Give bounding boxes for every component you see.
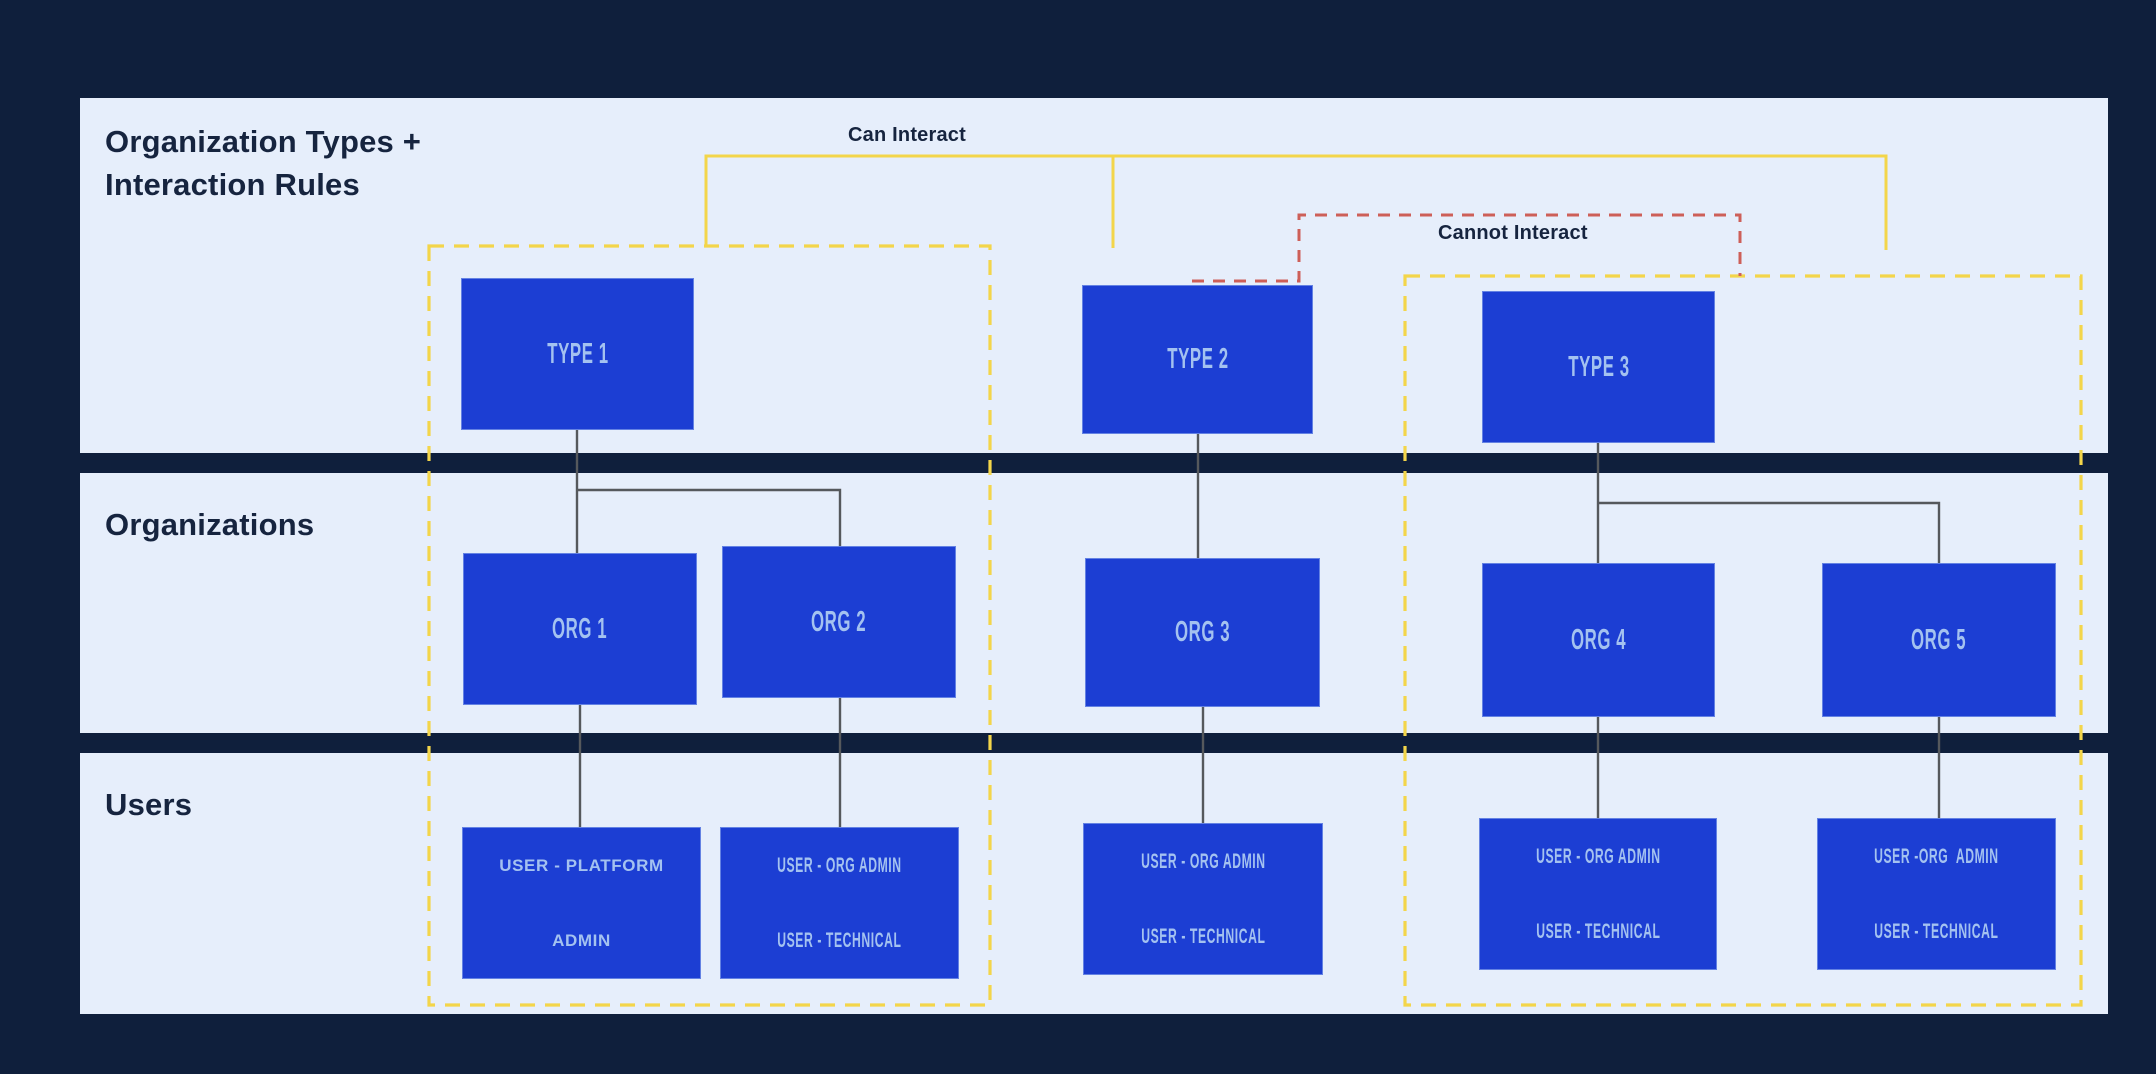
node-user-platform-admin: USER - PLATFORM ADMIN (462, 827, 701, 979)
organizations-label: Organizations (105, 507, 315, 542)
node-user-4-line2: USER - TECHNICAL (1535, 920, 1661, 943)
node-org-3: ORG 3 (1085, 558, 1320, 707)
page-title: Organization Types + Interaction Rules (105, 120, 421, 206)
node-org-1-label: ORG 1 (552, 612, 608, 645)
node-user-2-text: USER - ORG ADMIN USER - TECHNICAL (777, 803, 902, 1003)
can-interact-line (704, 154, 1888, 250)
node-user-1-text: USER - PLATFORM ADMIN (499, 803, 664, 1003)
node-user-1-line2: ADMIN (552, 931, 611, 950)
node-user-2-line1: USER - ORG ADMIN (777, 854, 902, 877)
node-user-5-line1: USER -ORG ADMIN (1874, 845, 1999, 868)
node-org-5: ORG 5 (1822, 563, 2056, 717)
node-user-3-line2: USER - TECHNICAL (1140, 925, 1266, 948)
users-label: Users (105, 787, 193, 822)
node-user-org1: USER - ORG ADMIN USER - TECHNICAL (720, 827, 959, 979)
cannot-interact-label: Cannot Interact (1438, 222, 1588, 244)
node-user-4-text: USER - ORG ADMIN USER - TECHNICAL (1536, 794, 1661, 994)
group-box-type3 (1403, 274, 2083, 1007)
node-user-2-line2: USER - TECHNICAL (777, 929, 902, 952)
connector-type1-org2 (577, 488, 842, 546)
node-org-2-label: ORG 2 (811, 605, 867, 638)
node-type-2: TYPE 2 (1082, 285, 1313, 434)
node-org-2: ORG 2 (722, 546, 956, 698)
page-title-line2: Interaction Rules (105, 167, 360, 202)
node-user-1-line1: USER - PLATFORM (499, 856, 664, 875)
group-box-type1 (427, 244, 992, 1007)
can-interact-label: Can Interact (848, 124, 966, 146)
connector-type3-org5 (1598, 501, 1941, 563)
node-user-org4: USER - ORG ADMIN USER - TECHNICAL (1479, 818, 1717, 970)
node-user-4-line1: USER - ORG ADMIN (1535, 845, 1661, 868)
node-type-1: TYPE 1 (461, 278, 694, 430)
node-type-2-label: TYPE 2 (1166, 343, 1229, 375)
node-type-3: TYPE 3 (1482, 291, 1715, 443)
node-user-3-line1: USER - ORG ADMIN (1140, 850, 1266, 873)
node-type-1-label: TYPE 1 (546, 337, 609, 370)
node-org-1: ORG 1 (463, 553, 697, 705)
node-type-3-label: TYPE 3 (1567, 350, 1630, 383)
node-org-3-label: ORG 3 (1174, 616, 1231, 648)
node-user-org5: USER -ORG ADMIN USER - TECHNICAL (1817, 818, 2056, 970)
node-org-5-label: ORG 5 (1911, 623, 1967, 656)
node-org-4-label: ORG 4 (1570, 623, 1627, 656)
node-org-4: ORG 4 (1482, 563, 1715, 717)
node-user-5-line2: USER - TECHNICAL (1874, 920, 1999, 943)
node-user-5-text: USER -ORG ADMIN USER - TECHNICAL (1874, 794, 1999, 994)
page-title-line1: Organization Types + (105, 124, 422, 159)
cannot-interact-line (1192, 213, 1742, 283)
node-user-org3: USER - ORG ADMIN USER - TECHNICAL (1083, 823, 1323, 975)
node-user-3-text: USER - ORG ADMIN USER - TECHNICAL (1141, 799, 1266, 999)
